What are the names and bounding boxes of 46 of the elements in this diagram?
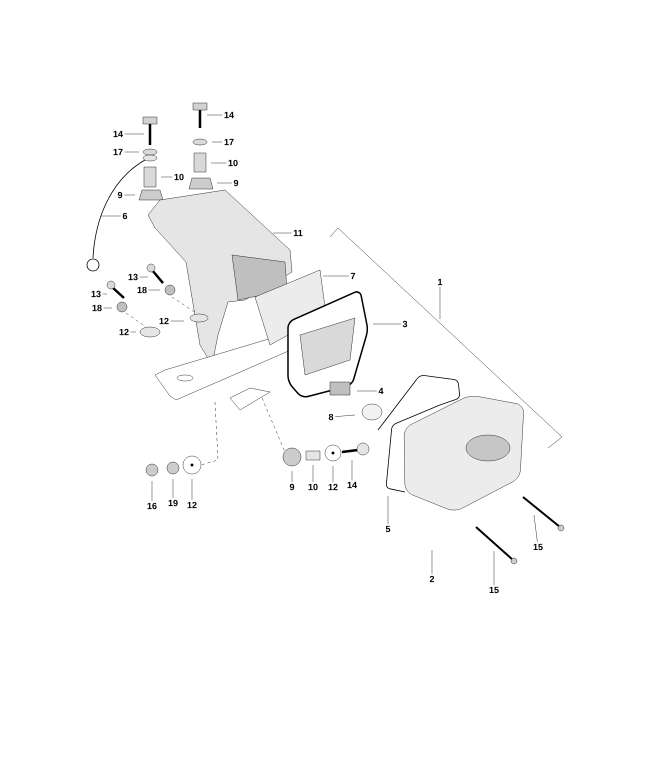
callout-number: 10 — [308, 484, 318, 490]
callout-number: 11 — [294, 230, 302, 236]
callout-number: 17 — [114, 148, 123, 156]
callout-number: 14 — [348, 482, 357, 488]
callout-number: 1 — [438, 278, 442, 286]
callout-number: 5 — [386, 526, 390, 532]
callout-number: 8 — [328, 414, 334, 420]
leader-line — [170, 320, 184, 322]
leader-line — [124, 194, 136, 196]
callout-number: 9 — [234, 180, 238, 186]
callout-number: 3 — [402, 320, 408, 328]
leader-line — [272, 232, 292, 234]
leader-line — [332, 466, 334, 482]
leader-line — [160, 176, 172, 178]
callout-number: 13 — [92, 290, 101, 298]
leader-line — [216, 182, 232, 184]
leader-line — [140, 276, 148, 278]
callout-number: 19 — [168, 500, 178, 506]
callout-number: 14 — [224, 112, 234, 118]
callout-number: 12 — [328, 484, 338, 490]
callout-number: 18 — [138, 286, 147, 294]
callout-number: 15 — [534, 544, 543, 550]
callout-number: 16 — [148, 502, 157, 510]
leader-line — [335, 414, 356, 417]
leader-line — [172, 478, 174, 498]
leader-line — [534, 514, 538, 542]
callout-number: 9 — [290, 484, 294, 490]
callout-number: 12 — [120, 328, 129, 336]
callout-number: 14 — [114, 130, 123, 138]
callout-number: 4 — [378, 388, 384, 394]
callout-number: 6 — [122, 212, 128, 220]
leader-line — [312, 464, 314, 482]
callout-number: 10 — [174, 174, 184, 180]
leader-line — [206, 114, 222, 116]
callout-number: 12 — [188, 502, 197, 508]
callout-number: 9 — [118, 192, 122, 198]
callout-number: 2 — [430, 576, 434, 582]
callout-number: 17 — [224, 138, 234, 146]
callout-number: 12 — [160, 318, 169, 324]
leader-line — [356, 390, 377, 392]
callout-number: 13 — [128, 274, 138, 280]
callout-number: 18 — [92, 304, 102, 312]
callout-number: 15 — [490, 586, 499, 594]
callout-number: 10 — [228, 160, 238, 166]
callout-number: 7 — [350, 272, 356, 280]
leader-line — [210, 162, 226, 164]
